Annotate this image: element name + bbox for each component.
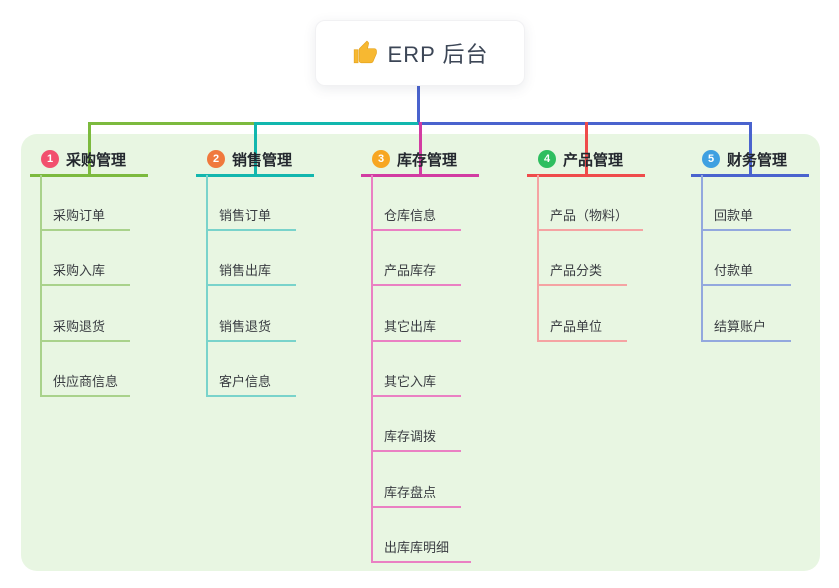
branch-product: 4 产品管理 产品（物料） 产品分类 产品单位	[527, 122, 645, 342]
connector-root-drop	[417, 84, 420, 122]
branch-title-sales[interactable]: 2 销售管理	[196, 148, 314, 170]
child-label: 付款单	[714, 263, 754, 278]
child-label: 产品分类	[550, 263, 603, 278]
child-node[interactable]: 产品单位	[537, 316, 627, 342]
branch-number-badge: 3	[372, 150, 390, 168]
child-node[interactable]: 销售出库	[206, 260, 296, 286]
branch-title-product[interactable]: 4 产品管理	[527, 148, 645, 170]
branch-title-finance[interactable]: 5 财务管理	[691, 148, 809, 170]
branch-title-label: 库存管理	[397, 151, 458, 169]
branch-underline	[527, 174, 645, 177]
thumbs-up-icon	[353, 40, 377, 64]
child-node[interactable]: 采购订单	[40, 205, 130, 231]
child-label: 采购订单	[53, 208, 106, 223]
child-label: 仓库信息	[384, 208, 437, 223]
child-label: 销售出库	[219, 263, 272, 278]
branch-inventory: 3 库存管理 仓库信息 产品库存 其它出库 其它入库 库存调拨 库存盘点 出库库…	[361, 122, 479, 563]
connector-branch-drop	[88, 122, 91, 174]
child-node[interactable]: 库存盘点	[371, 482, 461, 508]
branch-number-badge: 4	[538, 150, 556, 168]
branch-number-badge: 1	[41, 150, 59, 168]
child-label: 供应商信息	[53, 374, 119, 389]
child-node[interactable]: 仓库信息	[371, 205, 461, 231]
child-label: 其它出库	[384, 319, 437, 334]
child-label: 采购退货	[53, 319, 106, 334]
branch-child-connector	[371, 175, 373, 563]
child-node[interactable]: 库存调拨	[371, 426, 461, 452]
child-node[interactable]: 销售退货	[206, 316, 296, 342]
connector-branch-drop	[749, 122, 752, 174]
connector-branch-drop	[254, 122, 257, 174]
child-node[interactable]: 其它出库	[371, 316, 461, 342]
child-node[interactable]: 采购入库	[40, 260, 130, 286]
branch-underline	[361, 174, 479, 177]
child-node[interactable]: 回款单	[701, 205, 791, 231]
child-label: 产品（物料）	[550, 208, 629, 223]
branch-number-badge: 5	[702, 150, 720, 168]
child-node[interactable]: 供应商信息	[40, 371, 130, 397]
connector-trunk-green	[88, 122, 256, 125]
child-label: 采购入库	[53, 263, 106, 278]
branch-purchase: 1 采购管理 采购订单 采购入库 采购退货 供应商信息	[30, 122, 148, 397]
connector-trunk-blue	[418, 122, 751, 125]
child-node[interactable]: 销售订单	[206, 205, 296, 231]
branch-title-inventory[interactable]: 3 库存管理	[361, 148, 479, 170]
branch-sales: 2 销售管理 销售订单 销售出库 销售退货 客户信息	[196, 122, 314, 397]
child-node[interactable]: 出库库明细	[371, 537, 471, 563]
child-label: 回款单	[714, 208, 754, 223]
branch-number-badge: 2	[207, 150, 225, 168]
root-label: ERP 后台	[387, 42, 489, 67]
child-node[interactable]: 采购退货	[40, 316, 130, 342]
root-node[interactable]: ERP 后台	[315, 20, 525, 86]
child-label: 产品单位	[550, 319, 603, 334]
child-node[interactable]: 产品库存	[371, 260, 461, 286]
branch-underline	[196, 174, 314, 177]
child-label: 销售退货	[219, 319, 272, 334]
branch-title-label: 销售管理	[232, 151, 293, 169]
branch-child-connector	[40, 175, 42, 397]
branch-title-label: 财务管理	[727, 151, 788, 169]
branch-title-label: 采购管理	[66, 151, 127, 169]
child-node[interactable]: 产品（物料）	[537, 205, 643, 231]
child-node[interactable]: 结算账户	[701, 316, 791, 342]
connector-trunk-teal	[256, 122, 418, 125]
branch-child-connector	[537, 175, 539, 342]
branch-child-connector	[701, 175, 703, 342]
child-label: 库存调拨	[384, 429, 437, 444]
child-node[interactable]: 其它入库	[371, 371, 461, 397]
connector-branch-drop	[585, 122, 588, 174]
connector-branch-drop	[419, 122, 422, 174]
child-label: 产品库存	[384, 263, 437, 278]
child-label: 库存盘点	[384, 485, 437, 500]
child-node[interactable]: 付款单	[701, 260, 791, 286]
branch-underline	[691, 174, 809, 177]
child-node[interactable]: 产品分类	[537, 260, 627, 286]
branch-finance: 5 财务管理 回款单 付款单 结算账户	[691, 122, 809, 342]
branch-title-purchase[interactable]: 1 采购管理	[30, 148, 148, 170]
child-node[interactable]: 客户信息	[206, 371, 296, 397]
child-label: 其它入库	[384, 374, 437, 389]
child-label: 销售订单	[219, 208, 272, 223]
branches-panel	[21, 134, 820, 571]
branch-child-connector	[206, 175, 208, 397]
branch-title-label: 产品管理	[563, 151, 624, 169]
child-label: 结算账户	[714, 319, 767, 334]
child-label: 出库库明细	[384, 540, 450, 555]
branch-underline	[30, 174, 148, 177]
child-label: 客户信息	[219, 374, 272, 389]
